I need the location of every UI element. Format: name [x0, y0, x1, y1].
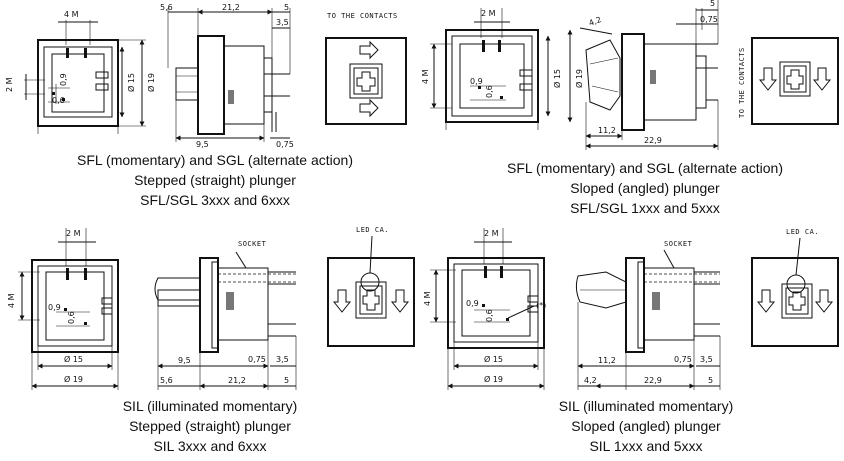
- dim-d15-tr: Ø 15: [552, 69, 562, 88]
- dim-5-bl: 5: [284, 376, 289, 385]
- dim-d15-bl: Ø 15: [64, 354, 83, 364]
- dim-075-tr: 0,75: [700, 15, 718, 24]
- dim-d19-tr: Ø 19: [574, 69, 584, 88]
- dim-229-br: 22,9: [644, 376, 662, 385]
- caption-br-line3: SIL 1xxx and 5xxx: [589, 438, 703, 454]
- front-view-tl: [24, 20, 146, 134]
- led-view-bl: [327, 235, 415, 347]
- led-view-br: [751, 237, 839, 347]
- dim-56-bl: 5,6: [160, 376, 173, 385]
- label-to-contacts-tr: TO THE CONTACTS: [738, 47, 746, 118]
- dim-2m-tr: 2 M: [481, 9, 496, 18]
- caption-br-line2: Sloped (angled) plunger: [571, 418, 721, 434]
- label-socket-br: SOCKET: [664, 240, 693, 248]
- dim-09-br: 0,9: [466, 299, 479, 308]
- label-socket-bl: SOCKET: [238, 240, 267, 248]
- label-led-br: LED CA.: [786, 228, 819, 236]
- dim-56-tl: 5,6: [160, 3, 173, 12]
- dim-09-bl: 0,9: [48, 303, 61, 312]
- side-view-tr: [579, 0, 719, 150]
- caption-br-line1: SIL (illuminated momentary): [558, 398, 734, 414]
- label-led-bl: LED CA.: [356, 226, 389, 234]
- dim-5-tr: 5: [710, 0, 715, 8]
- dim-06-tl: 0,6: [52, 96, 65, 105]
- dim-35-tl: 3,5: [276, 18, 289, 27]
- dim-d15-tl: Ø 15: [126, 73, 136, 92]
- dim-5-tl: 5: [284, 3, 289, 12]
- caption-bottom-left: SIL (illuminated momentary) Stepped (str…: [60, 396, 360, 456]
- dim-42-tr: 4,2: [588, 15, 603, 28]
- dim-95-tl: 9,5: [196, 140, 209, 149]
- dim-2m-bl: 2 M: [66, 229, 81, 238]
- dim-5-br: 5: [708, 376, 713, 385]
- label-to-contacts-tl: TO THE CONTACTS: [327, 12, 398, 20]
- dim-112-tr: 11,2: [598, 126, 616, 135]
- caption-tr-line3: SFL/SGL 1xxx and 5xxx: [570, 200, 720, 216]
- caption-tr-line2: Sloped (angled) plunger: [570, 180, 720, 196]
- front-view-tr: [430, 8, 573, 130]
- dim-4m-bl: 4 M: [7, 293, 16, 308]
- contacts-view-tr: [751, 37, 839, 125]
- dim-d15-br: Ø 15: [484, 354, 503, 364]
- caption-bottom-right: SIL (illuminated momentary) Sloped (angl…: [496, 396, 796, 456]
- caption-top-right: SFL (momentary) and SGL (alternate actio…: [460, 158, 830, 218]
- side-view-tl: [167, 8, 291, 142]
- dim-d19-bl: Ø 19: [64, 374, 83, 384]
- dim-2m-br: 2 M: [484, 229, 499, 238]
- caption-tl-line1: SFL (momentary) and SGL (alternate actio…: [77, 152, 353, 168]
- dim-212-bl: 21,2: [228, 376, 246, 385]
- note-asterisk-br: (*): [536, 301, 546, 310]
- dim-06-bl: 0,6: [67, 311, 76, 324]
- dim-4m-tr: 4 M: [421, 69, 430, 84]
- caption-top-left: SFL (momentary) and SGL (alternate actio…: [30, 150, 400, 210]
- dim-95-bl: 9,5: [178, 356, 191, 365]
- dim-212-tl: 21,2: [222, 3, 240, 12]
- dim-d19-tl: Ø 19: [146, 73, 156, 92]
- side-view-br: [575, 249, 721, 390]
- dim-09-tl: 0,9: [59, 73, 68, 86]
- caption-tl-line3: SFL/SGL 3xxx and 6xxx: [140, 192, 290, 208]
- dim-06-tr: 0,6: [485, 85, 494, 98]
- caption-bl-line2: Stepped (straight) plunger: [129, 418, 291, 434]
- dim-4m-br: 4 M: [423, 291, 432, 306]
- side-view-bl: [154, 251, 297, 390]
- caption-tl-line2: Stepped (straight) plunger: [134, 172, 296, 188]
- dim-42-br: 4,2: [584, 376, 597, 385]
- dim-075-bl: 0,75: [248, 355, 266, 364]
- dim-2m-tl: 2 M: [5, 77, 14, 92]
- dim-d19-br: Ø 19: [484, 374, 503, 384]
- dim-35-bl: 3,5: [276, 355, 289, 364]
- dim-06-br: 0,6: [485, 309, 494, 322]
- dim-4m-tl: 4 M: [64, 10, 79, 19]
- dim-075-br: 0,75: [674, 355, 692, 364]
- dim-09-tr: 0,9: [470, 77, 483, 86]
- dim-229-tr: 22,9: [644, 136, 662, 145]
- front-view-bl: [18, 228, 119, 390]
- dim-112-br: 11,2: [598, 356, 616, 365]
- contacts-view-tl: [325, 37, 407, 125]
- dim-35-br: 3,5: [700, 355, 713, 364]
- caption-bl-line1: SIL (illuminated momentary): [122, 398, 298, 414]
- front-view-br: [430, 228, 545, 390]
- dim-075-tl: 0,75: [276, 140, 294, 149]
- caption-tr-line1: SFL (momentary) and SGL (alternate actio…: [507, 160, 783, 176]
- caption-bl-line3: SIL 3xxx and 6xxx: [153, 438, 267, 454]
